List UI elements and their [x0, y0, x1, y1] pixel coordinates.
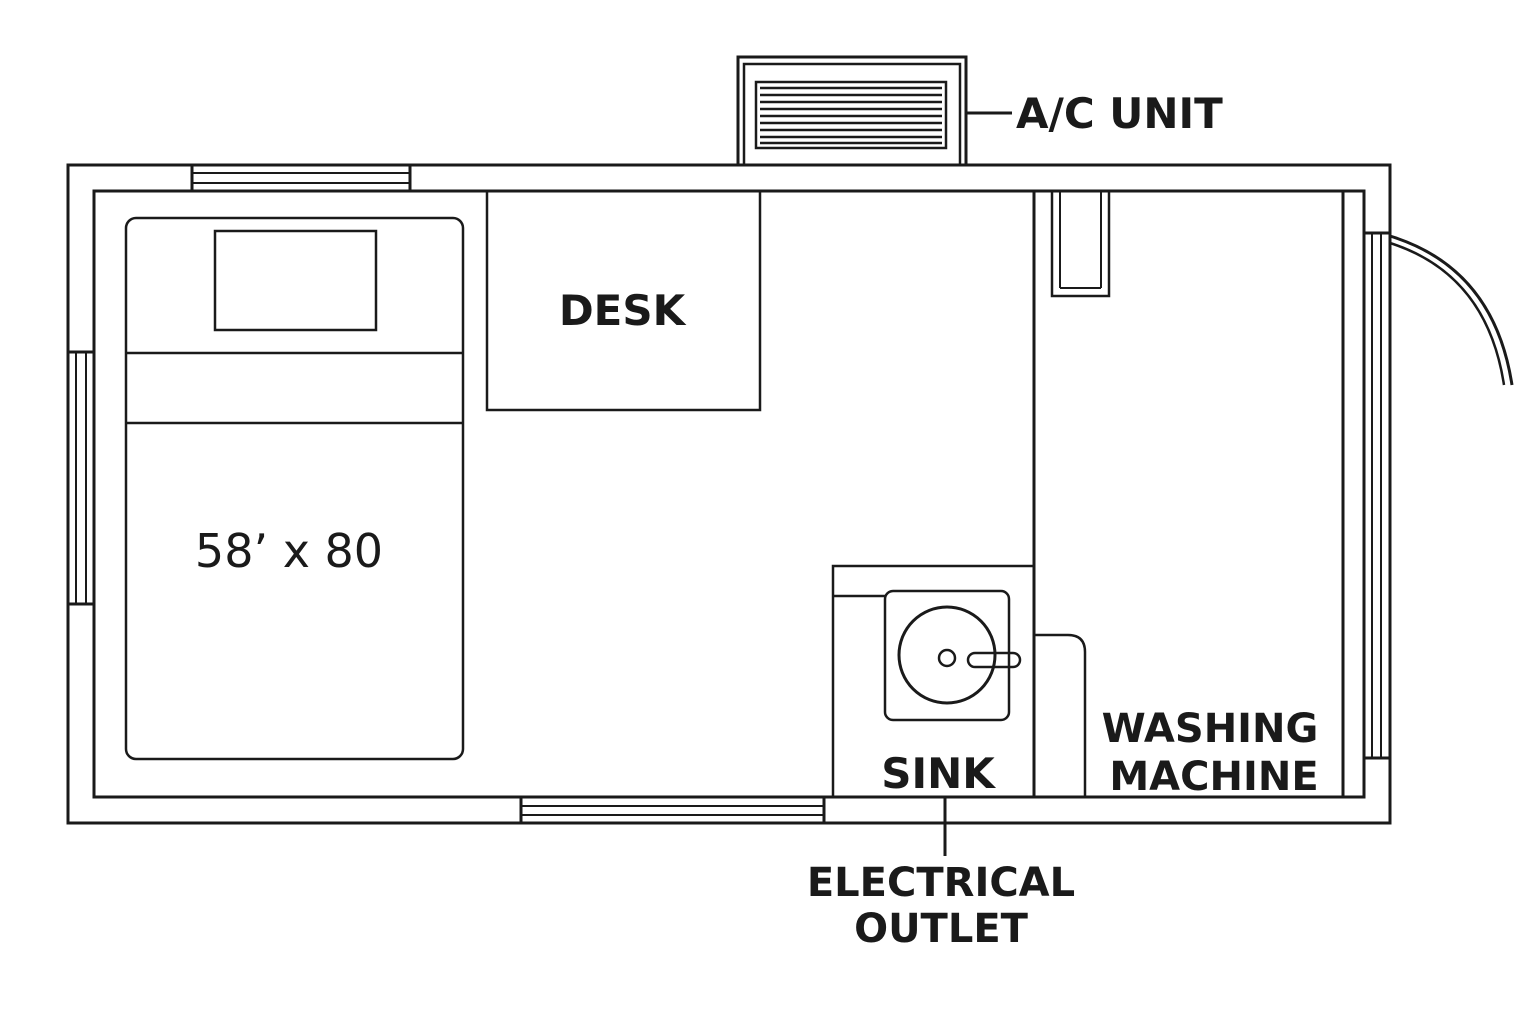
sink-basin-frame [883, 589, 1011, 722]
bed-pillow [213, 229, 378, 332]
door-swing-arc [1389, 234, 1514, 386]
sink-label: SINK [881, 749, 996, 798]
desk-label: DESK [559, 286, 687, 335]
wall-fixture [1050, 189, 1111, 298]
electrical-outlet-label-line1: ELECTRICAL [807, 860, 1075, 906]
electrical-outlet-label-line2: OUTLET [854, 906, 1029, 952]
sink-bowl [897, 605, 997, 705]
sink-cabinet [831, 564, 1036, 799]
bed [124, 216, 465, 761]
faucet-icon [966, 651, 1022, 669]
window-top [190, 163, 412, 193]
sink-drain [937, 648, 957, 668]
ac-vent-grille [760, 86, 942, 145]
washing-machine [1034, 633, 1087, 797]
bed-size-label: 58’ x 80 [195, 524, 383, 578]
desk [485, 189, 762, 412]
ac-unit [736, 55, 1012, 167]
entry-door [1362, 231, 1514, 760]
window-left [66, 350, 96, 606]
ac-unit-label: A/C UNIT [1016, 89, 1223, 138]
washing-machine-label-line2: MACHINE [1109, 754, 1318, 800]
washing-machine-label-line1: WASHING [1102, 706, 1319, 752]
window-bottom [519, 795, 826, 825]
